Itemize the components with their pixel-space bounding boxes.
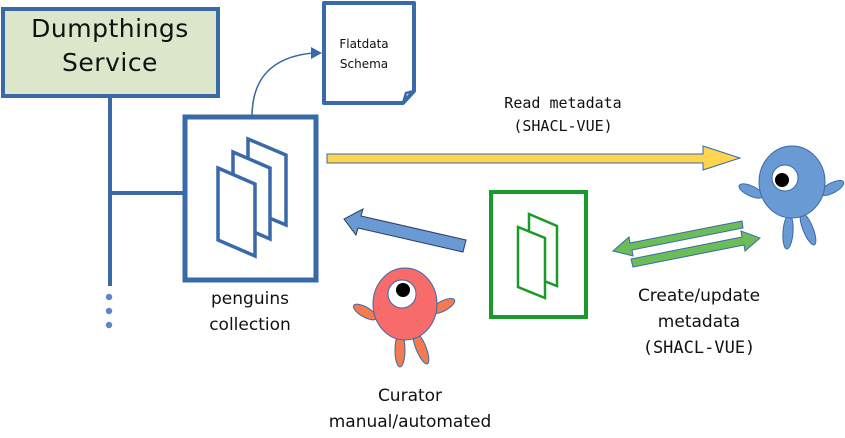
schema-link-arrowhead bbox=[311, 47, 322, 59]
update-arrow-left bbox=[611, 220, 744, 257]
read-metadata-line2: (SHACL-VUE) bbox=[513, 117, 613, 135]
dumpthings-service-box[interactable] bbox=[1, 7, 220, 98]
curator-label-line2: manual/automated bbox=[328, 412, 492, 432]
more-collections-dots bbox=[105, 293, 113, 329]
curator-creature-icon[interactable] bbox=[351, 267, 457, 368]
collection-label: penguins collection bbox=[180, 286, 320, 338]
collection-label-line1: penguins bbox=[211, 289, 289, 309]
create-update-line3: (SHACL-VUE) bbox=[642, 338, 756, 358]
schema-label-line2: Schema bbox=[339, 57, 389, 71]
read-metadata-line1: Read metadata bbox=[504, 94, 622, 112]
service-title-line1: Dumpthings bbox=[31, 14, 189, 43]
schema-label: Flatdata Schema bbox=[322, 34, 406, 74]
document-sheet bbox=[516, 225, 547, 300]
ellipsis-dot bbox=[105, 293, 113, 301]
collection-label-line2: collection bbox=[209, 315, 291, 335]
creature-eye-pupil bbox=[396, 283, 410, 297]
schema-document-icon[interactable] bbox=[322, 1, 416, 105]
stacked-documents-icon bbox=[216, 136, 288, 259]
update-arrow-right bbox=[630, 230, 761, 268]
create-update-label: Create/update metadata (SHACL-VUE) bbox=[604, 283, 794, 361]
service-title-line2: Service bbox=[62, 48, 158, 77]
curator-label-line1: Curator bbox=[377, 386, 443, 406]
user-creature-icon[interactable] bbox=[737, 145, 845, 250]
schema-document-fold bbox=[401, 89, 415, 104]
draft-documents-icon bbox=[516, 212, 559, 300]
service-title: Dumpthings Service bbox=[4, 12, 216, 80]
creature-eye-pupil bbox=[775, 173, 789, 187]
curator-label: Curator manual/automated bbox=[300, 383, 520, 435]
submit-to-collection-arrow bbox=[343, 208, 467, 253]
creature-leg bbox=[782, 214, 794, 250]
ellipsis-dot bbox=[105, 307, 113, 315]
document-sheet bbox=[216, 165, 257, 259]
schema-label-line1: Flatdata bbox=[339, 37, 389, 51]
schema-link-arrow bbox=[251, 52, 314, 118]
create-update-line1: Create/update bbox=[637, 286, 761, 306]
create-update-line2: metadata bbox=[657, 312, 741, 332]
read-metadata-arrow bbox=[326, 145, 742, 171]
read-metadata-label: Read metadata (SHACL-VUE) bbox=[478, 92, 648, 138]
ellipsis-dot bbox=[105, 321, 113, 329]
